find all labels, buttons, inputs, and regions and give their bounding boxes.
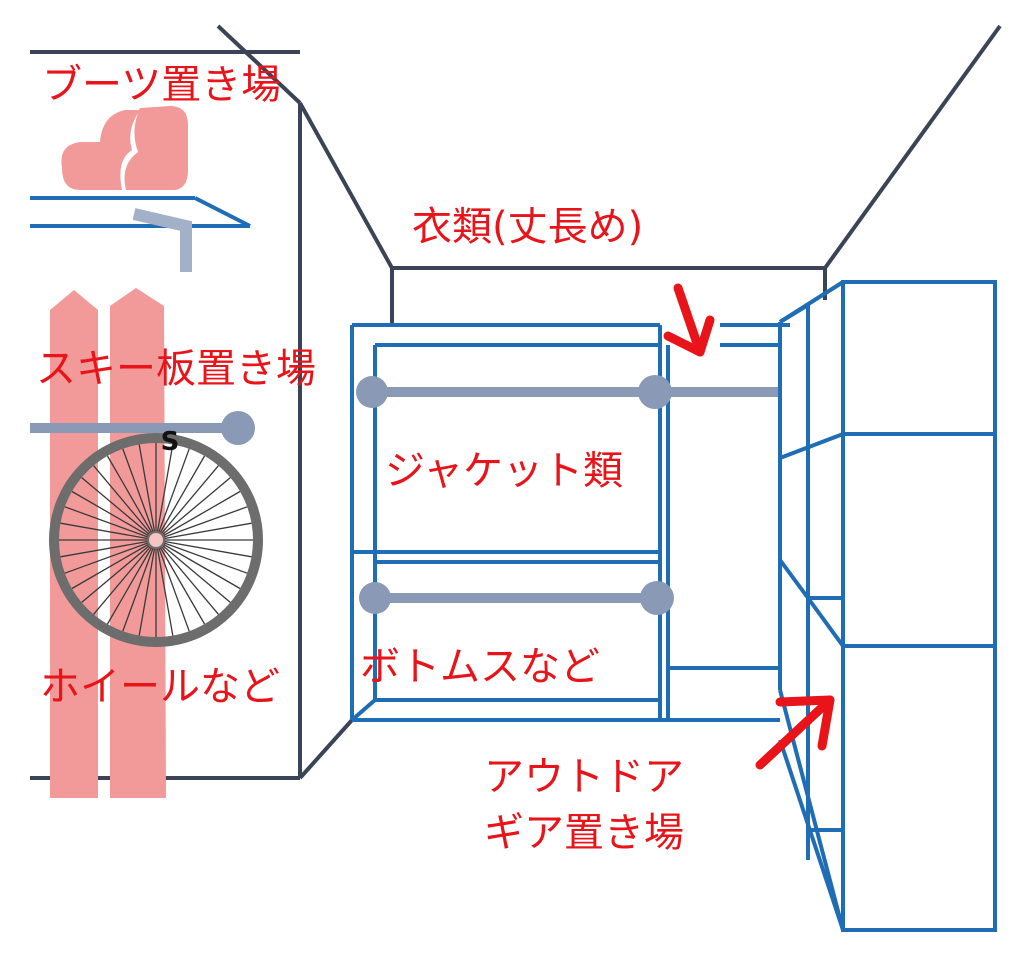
shelf-board-2-diagonal bbox=[806, 596, 845, 648]
wheel-spoke bbox=[93, 539, 157, 615]
wheel-spoke bbox=[155, 490, 241, 541]
shelf-bottom-diagonal bbox=[778, 689, 845, 931]
upper-rod-bracket bbox=[638, 375, 672, 409]
ceiling-left-diagonal bbox=[298, 102, 394, 269]
shelf-top-inner bbox=[778, 303, 810, 324]
wheel-spoke bbox=[155, 477, 231, 541]
bottoms-area-label: ボトムスなど bbox=[360, 644, 600, 690]
wheel-spoke bbox=[81, 539, 157, 603]
outdoor-area-label-line2: ギア置き場 bbox=[484, 810, 684, 856]
annotation-arrows bbox=[663, 283, 835, 770]
wheel-spoke bbox=[64, 539, 157, 574]
wheel-spoke bbox=[81, 477, 157, 541]
boot-left bbox=[61, 110, 141, 190]
outdoor-arrow-shaft bbox=[755, 695, 835, 770]
wheel-spoke bbox=[155, 539, 241, 590]
wheel-hanger: S bbox=[30, 411, 263, 647]
labels: ブーツ置き場 衣類(丈長め) スキー板置き場 ジャケット類 ホイールなど ボトム… bbox=[36, 62, 684, 856]
shelf-board-1-diagonal bbox=[779, 432, 844, 460]
wheel-spoke bbox=[155, 506, 248, 541]
outdoor-gear-shelf bbox=[778, 280, 997, 932]
wheel-spoke bbox=[106, 455, 157, 541]
boots-shelf bbox=[30, 106, 251, 272]
boot-right bbox=[124, 106, 188, 190]
coats-area-label: 衣類(丈長め) bbox=[412, 204, 643, 250]
shelf-bracket bbox=[132, 208, 192, 272]
wheel-spoke bbox=[155, 465, 219, 541]
wheel-spoke bbox=[155, 539, 206, 625]
wheel-spoke bbox=[138, 539, 157, 636]
wheel-spoke bbox=[155, 539, 231, 603]
lower-rod-cap-right bbox=[640, 581, 674, 615]
wheel-spoke bbox=[155, 444, 174, 541]
wheel-rim bbox=[49, 433, 263, 647]
shelf-board-2-back bbox=[778, 558, 810, 600]
lower-rod-cap-left bbox=[359, 582, 391, 614]
bottom-corner-connector bbox=[350, 698, 377, 722]
wheel-spoke bbox=[155, 539, 190, 632]
closet-rods bbox=[356, 375, 780, 615]
jackets-area-label: ジャケット類 bbox=[385, 448, 623, 494]
wall-rod-end-cap bbox=[221, 411, 255, 445]
wheel-spoke bbox=[155, 448, 190, 541]
upper-rod-cap-left bbox=[356, 376, 388, 408]
wheel-spoke bbox=[60, 522, 157, 541]
wheel-spoke bbox=[64, 506, 157, 541]
wheel-spoke bbox=[155, 539, 174, 636]
wheel-spokes bbox=[59, 443, 253, 637]
ski-area-label: スキー板置き場 bbox=[36, 346, 316, 392]
floor-left-diagonal bbox=[298, 718, 354, 780]
outdoor-area-label-line1: アウトドア bbox=[484, 754, 684, 800]
wheel-spoke bbox=[155, 539, 252, 558]
ceiling-right-diagonal bbox=[823, 24, 1002, 270]
wheel-spoke bbox=[138, 444, 157, 541]
wheel-spoke bbox=[106, 539, 157, 625]
wheel-spoke bbox=[155, 539, 248, 574]
wheel-spoke bbox=[71, 490, 157, 541]
wheel-spoke bbox=[155, 539, 219, 615]
wheel-spoke bbox=[93, 465, 157, 541]
wheel-hub bbox=[147, 531, 165, 549]
ski-left bbox=[50, 290, 98, 798]
wheel-spoke bbox=[60, 539, 157, 558]
ceiling-left-edge bbox=[216, 24, 302, 105]
s-hook-label: S bbox=[161, 427, 180, 457]
bicycle-wheel bbox=[49, 433, 263, 647]
coats-arrow-head bbox=[663, 315, 715, 357]
wheel-spoke bbox=[155, 522, 252, 541]
wheel-spoke bbox=[122, 448, 157, 541]
shelf-bottom-diagonal-2 bbox=[778, 739, 845, 931]
boots-shelf-side-edge bbox=[194, 196, 251, 228]
boots-area-label: ブーツ置き場 bbox=[42, 62, 281, 108]
outdoor-arrow-head bbox=[775, 695, 835, 751]
coats-arrow-shaft bbox=[673, 283, 705, 357]
wheel-spoke bbox=[155, 455, 206, 541]
wheel-spoke bbox=[122, 539, 157, 632]
wheel-spoke bbox=[71, 539, 157, 590]
shelf-unit-front bbox=[841, 280, 997, 932]
wheels-area-label: ホイールなど bbox=[40, 664, 280, 710]
